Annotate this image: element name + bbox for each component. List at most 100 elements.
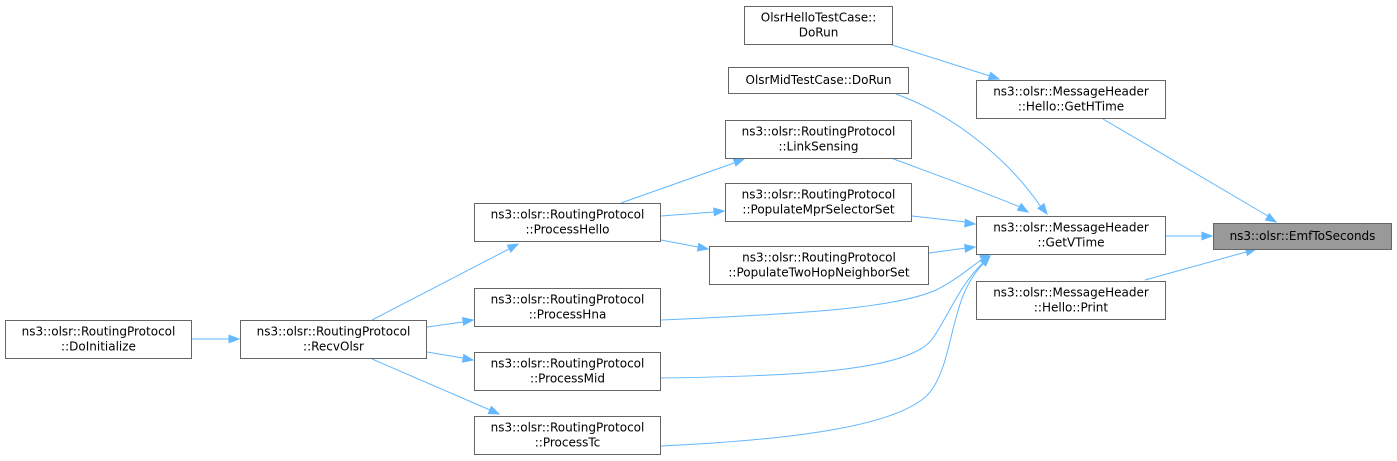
node-label-line: ns3::olsr::RoutingProtocol <box>257 325 411 339</box>
node-box <box>744 6 893 45</box>
edge-line <box>911 215 967 223</box>
edge-arrowhead <box>1264 212 1278 223</box>
node-label-line: ns3::olsr::EmfToSeconds <box>1230 229 1376 243</box>
edge-recv-olsr-to-process-tc <box>371 358 501 415</box>
node-hello-print[interactable]: ns3::olsr::MessageHeader::Hello::Print <box>976 281 1166 320</box>
edge-layer <box>192 43 1278 447</box>
node-process-hello[interactable]: ns3::olsr::RoutingProtocol::ProcessHello <box>474 203 661 242</box>
node-label-line: OlsrMidTestCase::DoRun <box>746 73 892 87</box>
node-label-line: ::ProcessHello <box>525 223 609 237</box>
edge-arrowhead <box>987 71 1001 81</box>
node-hello-get-htime[interactable]: ns3::olsr::MessageHeader::Hello::GetHTim… <box>976 80 1166 119</box>
node-label-line: ::Hello::GetHTime <box>1018 100 1124 114</box>
edge-link-sensing-to-get-vtime <box>890 157 1030 213</box>
node-label-line: ::ProcessMid <box>530 372 605 386</box>
node-label-line: ns3::olsr::MessageHeader <box>993 85 1149 99</box>
edge-arrowhead <box>461 353 475 363</box>
edge-arrowhead <box>979 255 991 267</box>
node-recv-olsr[interactable]: ns3::olsr::RoutingProtocol::RecvOlsr <box>240 320 427 359</box>
edge-line <box>928 247 967 254</box>
node-box <box>1213 223 1392 250</box>
edge-arrowhead <box>1037 202 1048 216</box>
node-link-sensing[interactable]: ns3::olsr::RoutingProtocol::LinkSensing <box>725 120 912 159</box>
node-box <box>976 216 1166 255</box>
node-label-line: ns3::olsr::RoutingProtocol <box>22 325 176 339</box>
node-label-line: ns3::olsr::MessageHeader <box>993 221 1149 235</box>
node-label-line: ::RecvOlsr <box>303 340 364 354</box>
edge-hello-get-htime-to-emf-to-seconds <box>1102 118 1278 223</box>
node-layer: ns3::olsr::EmfToSeconds OlsrHelloTestCase… <box>5 6 1392 455</box>
edge-arrowhead <box>964 243 977 253</box>
edge-arrowhead <box>228 334 241 344</box>
edge-arrowhead <box>487 405 501 415</box>
edge-process-hello-to-populate-two-hop-neighbor-set <box>660 239 710 252</box>
edge-line <box>660 211 715 217</box>
edge-arrowhead <box>506 243 520 253</box>
edge-line <box>660 257 985 321</box>
node-box <box>240 320 427 359</box>
node-do-initialize[interactable]: ns3::olsr::RoutingProtocol::DoInitialize <box>5 320 192 359</box>
node-label-line: ::Hello::Print <box>1034 301 1108 315</box>
edge-hello-testcase-dorun-to-hello-get-htime <box>888 43 1001 81</box>
edge-recv-olsr-to-process-hello <box>371 243 520 321</box>
edge-process-tc-to-get-vtime <box>660 255 991 447</box>
node-process-mid[interactable]: ns3::olsr::RoutingProtocol::ProcessMid <box>474 352 661 391</box>
node-box <box>474 288 661 327</box>
edge-line <box>660 239 699 248</box>
node-populate-mpr-selector-set[interactable]: ns3::olsr::RoutingProtocol::PopulateMprS… <box>725 183 912 222</box>
edge-recv-olsr-to-process-mid <box>426 351 475 363</box>
node-process-tc[interactable]: ns3::olsr::RoutingProtocol::ProcessTc <box>474 416 661 455</box>
edge-arrowhead <box>1016 202 1030 213</box>
node-process-hna[interactable]: ns3::olsr::RoutingProtocol::ProcessHna <box>474 288 661 327</box>
node-label-line: ns3::olsr::RoutingProtocol <box>491 293 645 307</box>
node-box <box>474 203 661 242</box>
edge-line <box>371 358 491 411</box>
node-label-line: ns3::olsr::RoutingProtocol <box>742 251 896 265</box>
node-label-line: ::PopulateTwoHopNeighborSet <box>728 266 910 280</box>
node-get-vtime[interactable]: ns3::olsr::MessageHeader::GetVTime <box>976 216 1166 255</box>
node-emf-to-seconds: ns3::olsr::EmfToSeconds <box>1213 223 1392 250</box>
edge-populate-mpr-selector-set-to-get-vtime <box>911 215 977 228</box>
node-box <box>976 281 1166 320</box>
node-label-line: ::DoInitialize <box>61 340 136 354</box>
edge-line <box>1102 118 1269 217</box>
edge-line <box>426 351 464 359</box>
edge-populate-two-hop-neighbor-set-to-get-vtime <box>928 243 977 254</box>
edge-arrowhead <box>713 207 726 217</box>
edge-recv-olsr-to-process-hna <box>426 316 475 328</box>
node-label-line: ns3::olsr::RoutingProtocol <box>491 357 645 371</box>
edge-arrowhead <box>696 242 710 252</box>
edge-arrowhead <box>1201 231 1214 241</box>
edge-arrowhead <box>964 218 977 228</box>
edge-line <box>620 162 735 204</box>
node-label-line: ns3::olsr::RoutingProtocol <box>491 421 645 435</box>
edge-get-vtime-to-emf-to-seconds <box>1166 231 1214 241</box>
node-label-line: ns3::olsr::RoutingProtocol <box>742 125 896 139</box>
edge-line <box>888 43 991 77</box>
node-box <box>474 416 661 455</box>
edge-arrowhead <box>461 316 475 326</box>
node-hello-testcase-dorun[interactable]: OlsrHelloTestCase::DoRun <box>744 6 893 45</box>
node-label-line: ns3::olsr::RoutingProtocol <box>742 188 896 202</box>
node-box <box>725 183 912 222</box>
edge-line <box>426 321 464 328</box>
edge-arrowhead <box>732 158 746 167</box>
node-populate-two-hop-neighbor-set[interactable]: ns3::olsr::RoutingProtocol::PopulateTwoH… <box>709 246 929 285</box>
node-mid-testcase-dorun[interactable]: OlsrMidTestCase::DoRun <box>728 67 909 94</box>
edge-line <box>1144 251 1247 281</box>
edge-line <box>890 157 1021 208</box>
edge-line <box>660 261 985 379</box>
node-box <box>725 120 912 159</box>
node-box <box>5 320 192 359</box>
node-label-line: ::PopulateMprSelectorSet <box>742 203 894 217</box>
node-box <box>976 80 1166 119</box>
edge-line <box>371 248 510 321</box>
node-box <box>728 67 909 94</box>
node-label-line: OlsrHelloTestCase:: <box>761 11 876 25</box>
node-label-line: ns3::olsr::MessageHeader <box>993 286 1149 300</box>
node-box <box>709 246 929 285</box>
edge-line <box>895 93 1042 208</box>
edge-line <box>660 262 985 447</box>
node-label-line: ::GetVTime <box>1037 236 1104 250</box>
